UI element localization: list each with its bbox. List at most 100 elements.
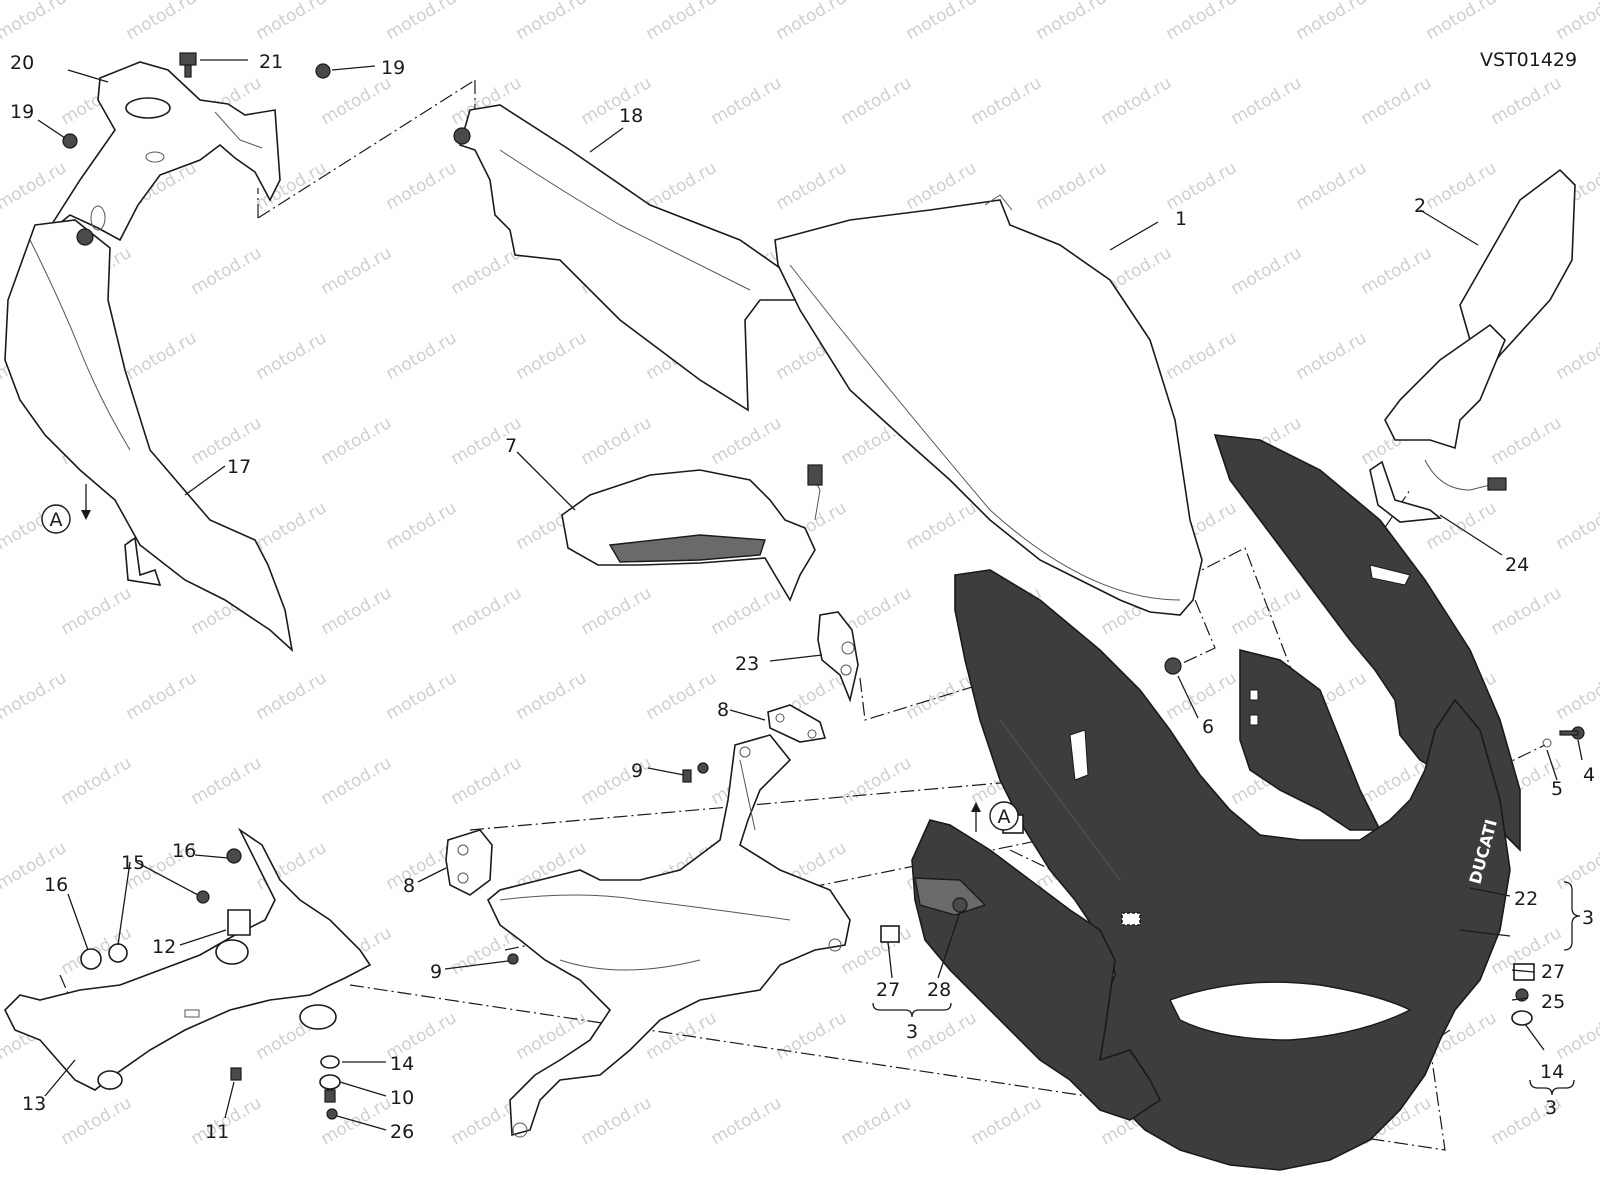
watermark-text: motod.ru: [1358, 73, 1436, 129]
watermark-text: motod.ru: [123, 668, 201, 724]
svg-text:A: A: [50, 509, 63, 531]
callout-18: 18: [619, 105, 643, 127]
watermark-text: motod.ru: [838, 923, 916, 979]
watermark-text: motod.ru: [1033, 158, 1111, 214]
watermark-text: motod.ru: [1228, 583, 1306, 639]
watermark-text: motod.ru: [318, 583, 396, 639]
watermark-text: motod.ru: [643, 0, 721, 44]
callout-1: 1: [1175, 208, 1187, 230]
callout-9-lower: 9: [430, 961, 442, 983]
watermark-text: motod.ru: [773, 158, 851, 214]
watermark-text: motod.ru: [968, 73, 1046, 129]
callout-20: 20: [10, 52, 34, 74]
watermark-text: motod.ru: [1423, 158, 1501, 214]
plate-part-8-lower: [445, 829, 493, 896]
watermark-text: motod.ru: [968, 1093, 1046, 1149]
callout-16-right: 16: [172, 840, 196, 862]
watermark-text: motod.ru: [513, 668, 591, 724]
callout-5: 5: [1551, 778, 1563, 800]
callout-11: 11: [205, 1121, 229, 1143]
fairing-support-frame: [487, 734, 851, 1138]
callout-27-right: 27: [1541, 961, 1565, 983]
mirror-right-part-2: [1384, 168, 1576, 491]
watermark-text: motod.ru: [1553, 668, 1600, 724]
watermark-text: motod.ru: [578, 583, 656, 639]
callout-28: 28: [927, 979, 951, 1001]
callout-19-right: 19: [381, 57, 405, 79]
watermark-text: motod.ru: [1228, 243, 1306, 299]
watermark-text: motod.ru: [253, 0, 331, 44]
callout-15: 15: [121, 852, 145, 874]
watermark-text: motod.ru: [513, 0, 591, 44]
watermark-text: motod.ru: [1163, 158, 1241, 214]
watermark-text: motod.ru: [0, 668, 70, 724]
watermark-text: motod.ru: [1553, 498, 1600, 554]
watermark-text: motod.ru: [448, 753, 526, 809]
callout-26: 26: [390, 1121, 414, 1143]
watermark-text: motod.ru: [448, 243, 526, 299]
watermark-text: motod.ru: [578, 73, 656, 129]
watermark-text: motod.ru: [1033, 0, 1111, 44]
watermark-text: motod.ru: [318, 73, 396, 129]
callout-labels: 1 2 4 5 6 7 8 8 9 9 10 11 12 13 14 14 15…: [10, 51, 1595, 1143]
watermark-text: motod.ru: [708, 583, 786, 639]
watermark-text: motod.ru: [1553, 1008, 1600, 1064]
callout-14-left: 14: [390, 1053, 414, 1075]
watermark-text: motod.ru: [1163, 328, 1241, 384]
watermark-text: motod.ru: [383, 498, 461, 554]
callout-3-kit-left: 3: [906, 1021, 918, 1043]
watermark-text: motod.ru: [253, 498, 331, 554]
mirror-bracket-part-24: [1369, 460, 1443, 523]
callout-14-right: 14: [1540, 1061, 1564, 1083]
callout-24: 24: [1505, 554, 1529, 576]
watermark-text: motod.ru: [383, 668, 461, 724]
watermark-text: motod.ru: [58, 1093, 136, 1149]
watermark-text: motod.ru: [383, 0, 461, 44]
watermark-text: motod.ru: [253, 668, 331, 724]
callout-7: 7: [505, 435, 517, 457]
watermark-text: motod.ru: [773, 1008, 851, 1064]
watermark-text: motod.ru: [253, 328, 331, 384]
kit-braces: [872, 881, 1581, 1096]
callout-4: 4: [1583, 764, 1595, 786]
callout-10: 10: [390, 1087, 414, 1109]
watermark-text: motod.ru: [58, 753, 136, 809]
watermark-text: motod.ru: [838, 753, 916, 809]
windscreen-part-1: [774, 194, 1203, 616]
watermark-text: motod.ru: [448, 583, 526, 639]
callout-23: 23: [735, 653, 759, 675]
lower-panel-part-13: [4, 827, 372, 1091]
callout-9-upper: 9: [631, 760, 643, 782]
callout-16-left: 16: [44, 874, 68, 896]
callout-3-kit-right: 3: [1582, 907, 1594, 929]
svg-text:A: A: [998, 806, 1011, 828]
side-fairing-part-18: [453, 104, 828, 412]
instrument-cover-part-20: [44, 61, 281, 242]
callout-6: 6: [1202, 716, 1214, 738]
watermark-text: motod.ru: [578, 1093, 656, 1149]
view-marker-a-right: A: [971, 801, 1019, 831]
watermark-text: motod.ru: [838, 73, 916, 129]
watermark-text: motod.ru: [318, 413, 396, 469]
watermark-text: motod.ru: [708, 413, 786, 469]
callout-27-left: 27: [876, 979, 900, 1001]
callout-25: 25: [1541, 991, 1565, 1013]
watermark-text: motod.ru: [383, 328, 461, 384]
watermark-text: motod.ru: [1553, 838, 1600, 894]
watermark-text: motod.ru: [318, 753, 396, 809]
leader-lines: [37, 59, 1583, 1131]
callout-17: 17: [227, 456, 251, 478]
watermark-text: motod.ru: [513, 328, 591, 384]
view-marker-a-left: A: [41, 504, 91, 534]
watermark-text: motod.ru: [578, 753, 656, 809]
mirror-left-part-7: [561, 464, 823, 602]
watermark-text: motod.ru: [188, 753, 266, 809]
callout-2: 2: [1414, 195, 1426, 217]
inner-panel-dark: [1239, 648, 1382, 831]
mirror-bracket-part-23: [817, 611, 859, 703]
watermark-text: motod.ru: [903, 498, 981, 554]
watermark-text: motod.ru: [1293, 158, 1371, 214]
callout-3-kit-bottom: 3: [1545, 1097, 1557, 1119]
watermark-text: motod.ru: [123, 328, 201, 384]
